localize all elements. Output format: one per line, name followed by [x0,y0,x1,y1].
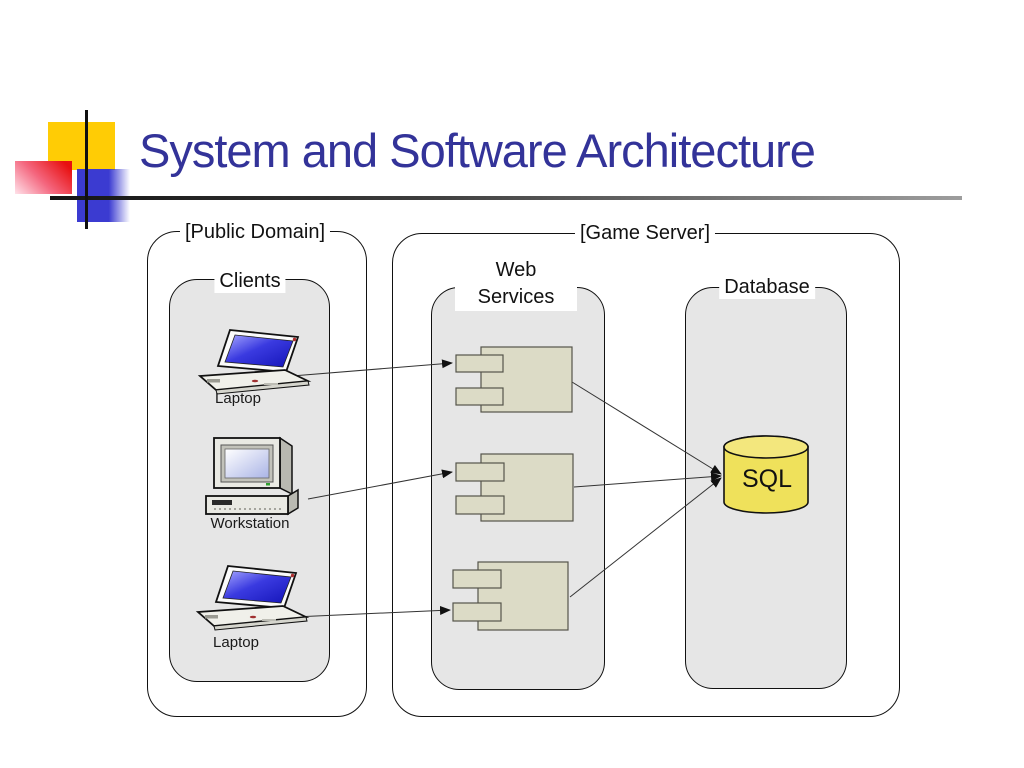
game-server-label: [Game Server] [574,222,716,245]
web-service-component-icon-3 [452,561,569,631]
laptop-icon-2 [197,565,308,631]
public-domain-label: [Public Domain] [179,221,331,244]
web-services-label: Web Services [455,257,577,311]
decoration-vertical-line [85,110,88,229]
laptop-icon-1 [199,329,310,395]
sql-cylinder-icon [723,435,809,514]
connector-workstation-to-component2 [307,469,453,500]
decoration-red-square [15,161,72,194]
connector-component2-to-sql [573,472,722,488]
slide-title: System and Software Architecture [139,124,816,177]
database-label: Database [719,276,815,299]
connector-component3-to-sql [569,477,722,598]
workstation-label: Workstation [210,515,290,532]
connector-component1-to-sql [571,381,722,475]
connector-laptop2-to-component3 [293,605,451,618]
laptop-2-label: Laptop [213,634,259,651]
workstation-icon [205,437,299,515]
web-service-component-icon-1 [455,346,573,413]
laptop-1-label: Laptop [215,390,261,407]
clients-label: Clients [214,270,286,293]
sql-label: SQL [741,465,793,493]
title-divider-rule [50,196,962,200]
web-service-component-icon-2 [455,453,574,522]
connector-laptop1-to-component1 [291,359,453,377]
